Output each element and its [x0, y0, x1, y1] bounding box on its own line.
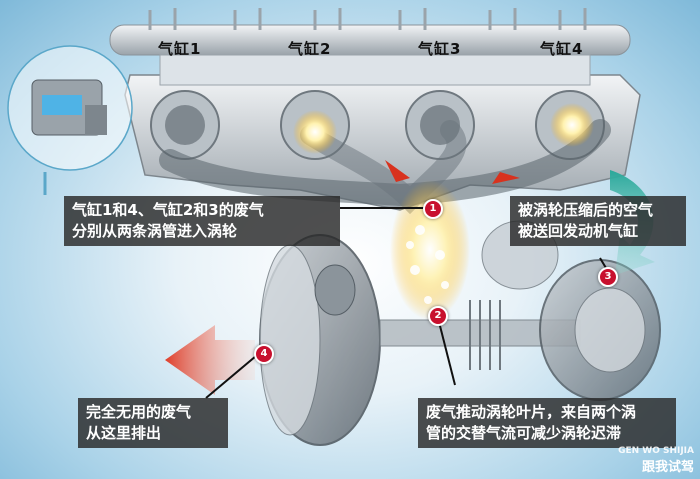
- engine-thumbnail: [7, 45, 133, 171]
- callout-2-line-1: 废气推动涡轮叶片，来自两个涡: [426, 403, 637, 421]
- callout-2-line-2: 管的交替气流可减少涡轮迟滞: [426, 424, 622, 442]
- flame-cylinder-4: [550, 103, 594, 147]
- callout-1-caption: 气缸1和4、气缸2和3的废气 分别从两条涡管进入涡轮: [64, 196, 340, 246]
- callout-4-line-2: 从这里排出: [86, 424, 162, 442]
- cylinder-2-label: 气缸2: [288, 40, 332, 58]
- callout-4-caption: 完全无用的废气 从这里排出: [78, 398, 228, 448]
- brand-watermark-pinyin: GEN WO SHIJIA: [618, 446, 694, 456]
- callout-1-line-2: 分别从两条涡管进入涡轮: [72, 222, 238, 240]
- cylinder-1-label: 气缸1: [158, 40, 202, 58]
- callout-4-line-1: 完全无用的废气: [86, 403, 192, 421]
- cylinder-4-label: 气缸4: [540, 40, 584, 58]
- callout-2-badge: 2: [428, 306, 448, 326]
- callout-3-line-1: 被涡轮压缩后的空气: [518, 201, 654, 219]
- callout-3-line-2: 被送回发动机气缸: [518, 222, 639, 240]
- callout-1-line-1: 气缸1和4、气缸2和3的废气: [72, 201, 264, 219]
- leader-lines: [205, 207, 613, 399]
- brand-watermark: GEN WO SHIJIA 跟我试驾: [618, 446, 694, 475]
- compressor-housing: [481, 220, 661, 401]
- turbine-housing: [259, 234, 381, 446]
- callout-2-caption: 废气推动涡轮叶片，来自两个涡 管的交替气流可减少涡轮迟滞: [418, 398, 676, 448]
- flame-cylinder-2: [293, 110, 337, 154]
- flow-arrow-left: [385, 160, 410, 182]
- intake-manifold: [109, 8, 631, 56]
- cylinder-3-label: 气缸3: [418, 40, 462, 58]
- callout-3-caption: 被涡轮压缩后的空气 被送回发动机气缸: [510, 196, 686, 246]
- callout-1-badge: 1: [423, 199, 443, 219]
- callout-3-badge: 3: [598, 267, 618, 287]
- flow-arrow-right: [492, 172, 520, 184]
- brand-watermark-text: 跟我试驾: [641, 460, 694, 475]
- exhaust-flow-glow: [390, 180, 470, 320]
- callout-4-badge: 4: [254, 344, 274, 364]
- exhaust-out-arrow: [165, 325, 255, 395]
